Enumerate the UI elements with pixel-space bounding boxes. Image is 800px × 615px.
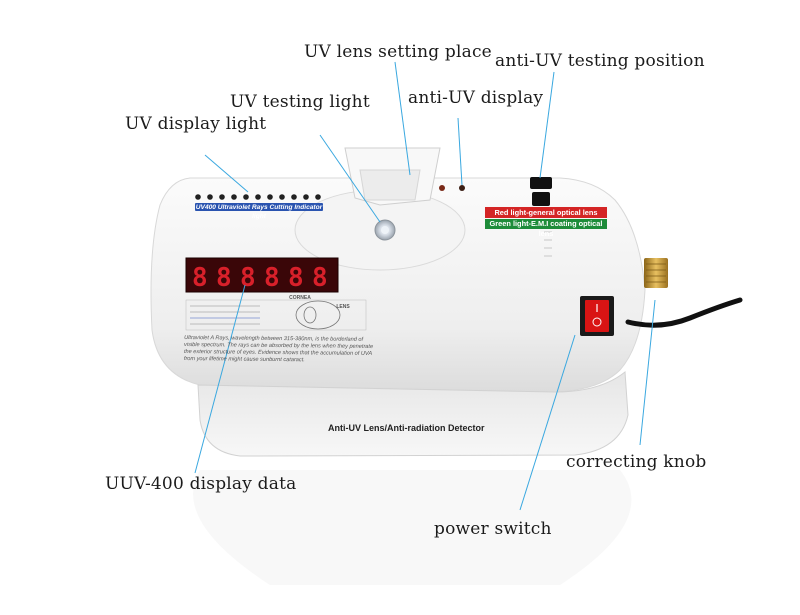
correcting-knob[interactable] [644,258,668,288]
table-reflection [193,470,632,585]
anti-uv-testing-slot [530,177,552,189]
uv400-display-digits: 8 8 8 8 8 8 [192,263,328,293]
callout-lines [194,61,656,511]
svg-text:8: 8 [288,263,304,293]
device-body [150,177,646,393]
callout-power-switch: power switch [434,519,552,539]
anti-uv-testing-slot-lower [532,192,550,206]
svg-text:8: 8 [192,263,208,293]
anti-uv-display-led-left [439,185,445,191]
callout-anti-uv-display: anti-UV display [408,88,544,108]
power-switch[interactable] [585,300,609,332]
svg-text:8: 8 [264,263,280,293]
uv-display-light-row [195,194,321,200]
uv400-display-panel [185,257,339,293]
callout-uuv400-display-data: UUV-400 display data [105,474,297,494]
uv-spectrum-diagram [185,299,367,331]
callout-uv-display-light: UV display light [125,114,267,134]
callout-uv-lens-setting-place: UV lens setting place [304,42,492,62]
power-cord [625,297,743,328]
indicator-light-strip: UV400 Ultraviolet Rays Cutting Indicator… [195,204,323,220]
callout-uv-testing-light: UV testing light [230,92,370,112]
svg-text:8: 8 [216,263,232,293]
indicator-scale-bar [195,203,323,211]
uv-info-text: Ultraviolet A Rays, wavelength between 3… [183,335,374,364]
svg-text:8: 8 [240,263,256,293]
anti-uv-display-led-right [459,185,465,191]
green-light-strip: Green light-E.M.I coating optical lens [485,219,607,238]
device-front-label: Anti-UV Lens/Anti-radiation Detector [328,423,485,433]
device-front-face [197,371,629,457]
cornea-word: CORNEA [289,295,311,301]
lens-word: LENS [336,304,350,310]
callout-anti-uv-testing-position: anti-UV testing position [495,51,705,71]
callout-correcting-knob: correcting knob [566,452,707,472]
red-light-strip: Red light-general optical lens [485,207,607,218]
testing-scale-ticks [544,231,552,257]
svg-text:8: 8 [312,263,328,293]
